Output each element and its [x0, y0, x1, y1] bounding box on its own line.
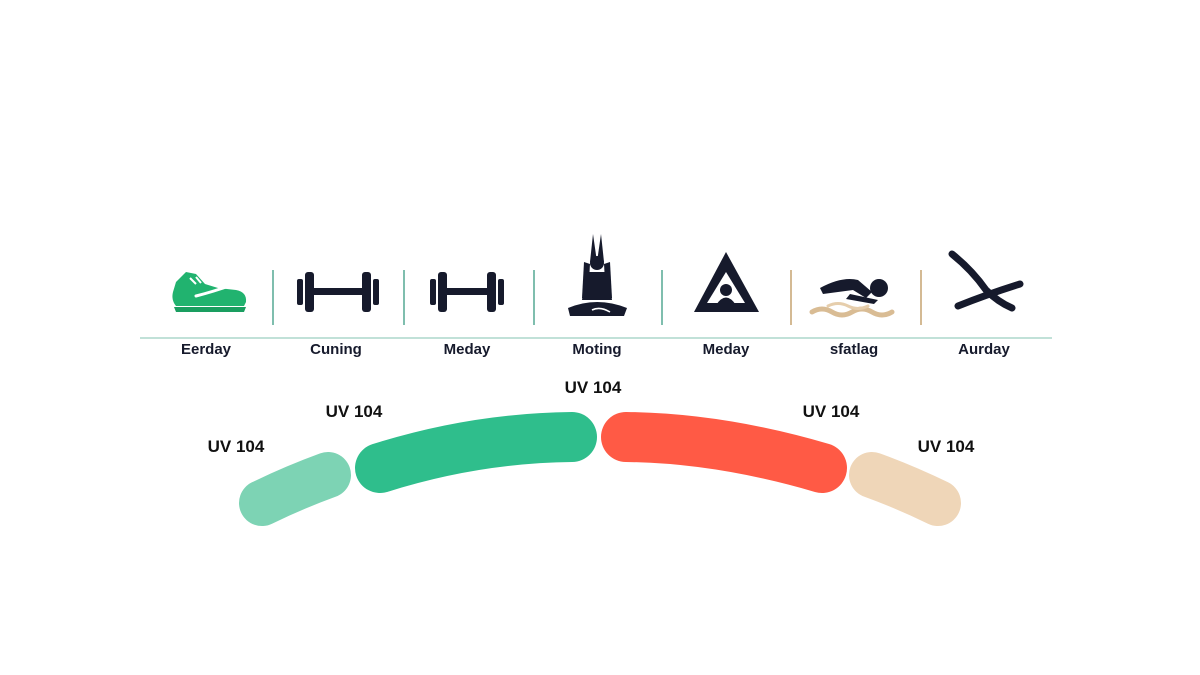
yoga-pose-icon	[568, 234, 627, 316]
dumbbell-icon	[297, 272, 379, 312]
uv-label: UV 104	[208, 437, 265, 456]
uv-label: UV 104	[918, 437, 975, 456]
crossed-skis-icon	[948, 250, 1024, 312]
activity-label: Meday	[703, 341, 750, 358]
uv-segment	[601, 412, 847, 493]
swimmer-icon	[809, 279, 895, 318]
icon-dividers	[272, 270, 922, 325]
uv-segment	[239, 452, 351, 526]
uv-label: UV 104	[803, 402, 860, 421]
yoga-triangle-pose-icon	[694, 252, 759, 312]
uv-arc	[239, 412, 961, 526]
uv-label: UV 104	[565, 378, 622, 397]
uv-segment	[355, 412, 597, 493]
running-shoe-icon	[172, 272, 247, 312]
uv-labels: UV 104 UV 104 UV 104 UV 104 UV 104	[208, 378, 975, 456]
activity-label: Aurday	[958, 341, 1010, 358]
activity-label: Meday	[444, 341, 491, 358]
uv-label: UV 104	[326, 402, 383, 421]
uv-segment	[849, 452, 961, 526]
activity-labels: Eerday Cuning Meday Moting Meday sfatlag…	[181, 341, 1011, 358]
activity-label: Cuning	[310, 341, 362, 358]
activity-label: sfatlag	[830, 341, 878, 358]
activity-label: Eerday	[181, 341, 232, 358]
activity-label: Moting	[572, 341, 621, 358]
dumbbell-icon	[430, 272, 504, 312]
